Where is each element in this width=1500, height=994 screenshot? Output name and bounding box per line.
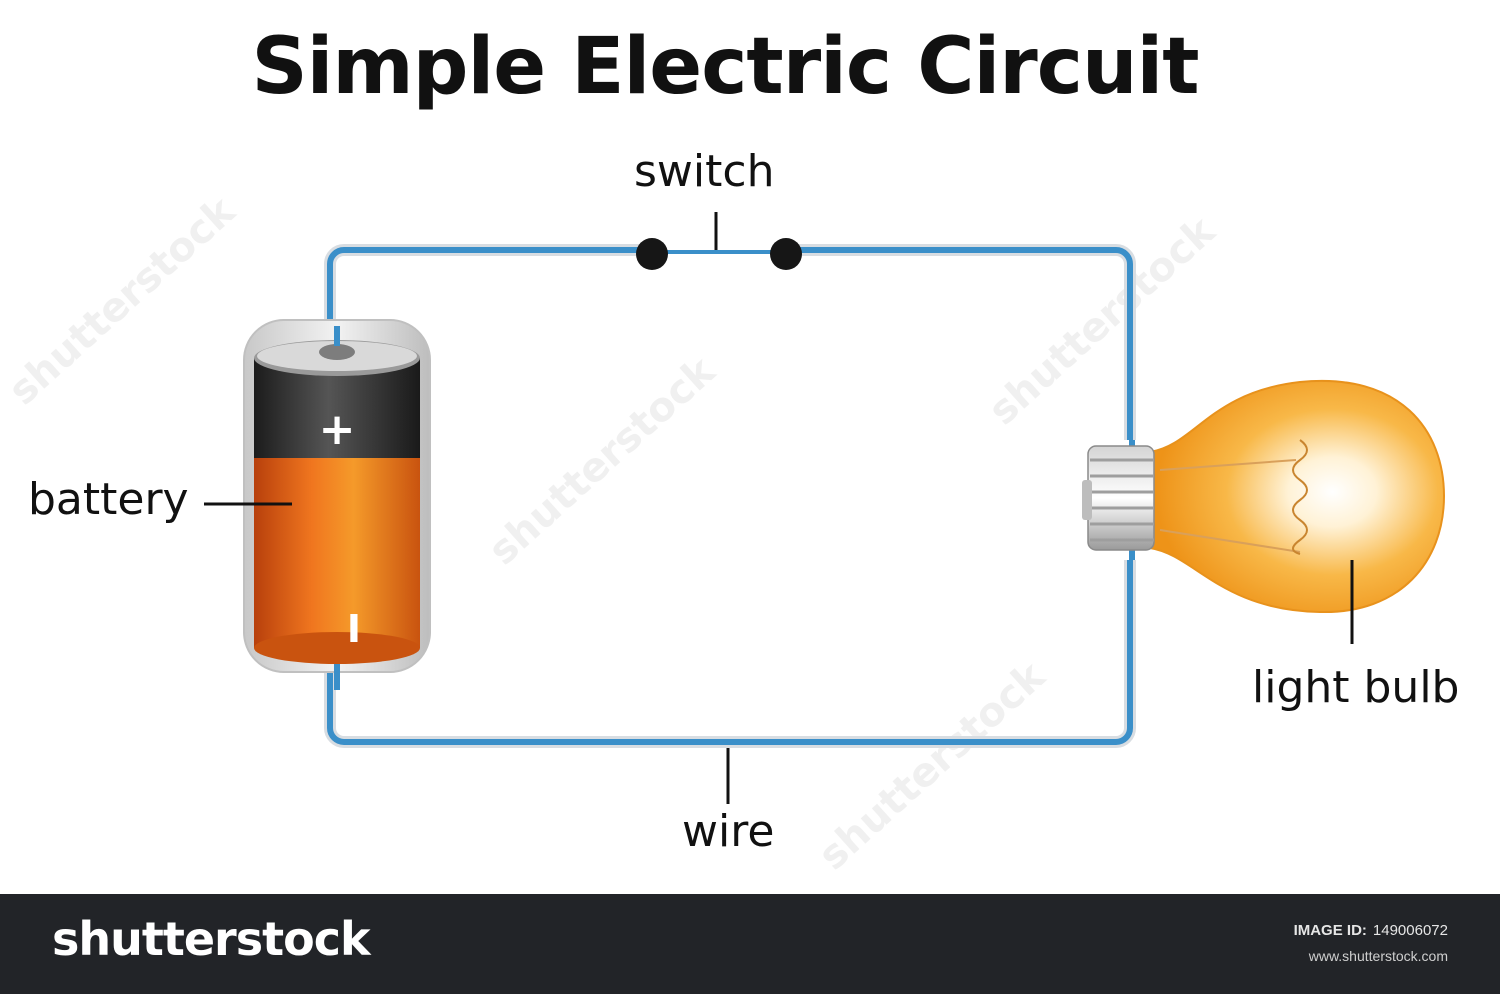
wire-label: wire: [682, 806, 775, 857]
battery-negative-symbol: I: [347, 607, 361, 651]
battery-label: battery: [28, 474, 189, 525]
switch-label: switch: [634, 146, 775, 197]
image-id-label: IMAGE ID:: [1293, 922, 1367, 939]
site-url: www.shutterstock.com: [1308, 948, 1448, 964]
leader-lines: [204, 212, 1354, 804]
battery-positive-symbol: +: [319, 404, 356, 455]
image-id-value: 149006072: [1372, 922, 1448, 939]
brand-logo: shutterstock: [52, 912, 371, 966]
image-id: IMAGE ID: 149006072: [1294, 922, 1448, 939]
switch-contacts: [636, 238, 802, 270]
battery-icon: [243, 319, 431, 690]
footer-bar: shutterstock IMAGE ID: 149006072 www.shut…: [0, 894, 1500, 994]
circuit-diagram: + I: [204, 212, 1446, 804]
light-bulb-icon: [1082, 379, 1446, 614]
diagram-title: Simple Electric Circuit: [251, 22, 1199, 112]
wire-loop: [324, 244, 1136, 748]
light-bulb-label: light bulb: [1252, 662, 1460, 713]
